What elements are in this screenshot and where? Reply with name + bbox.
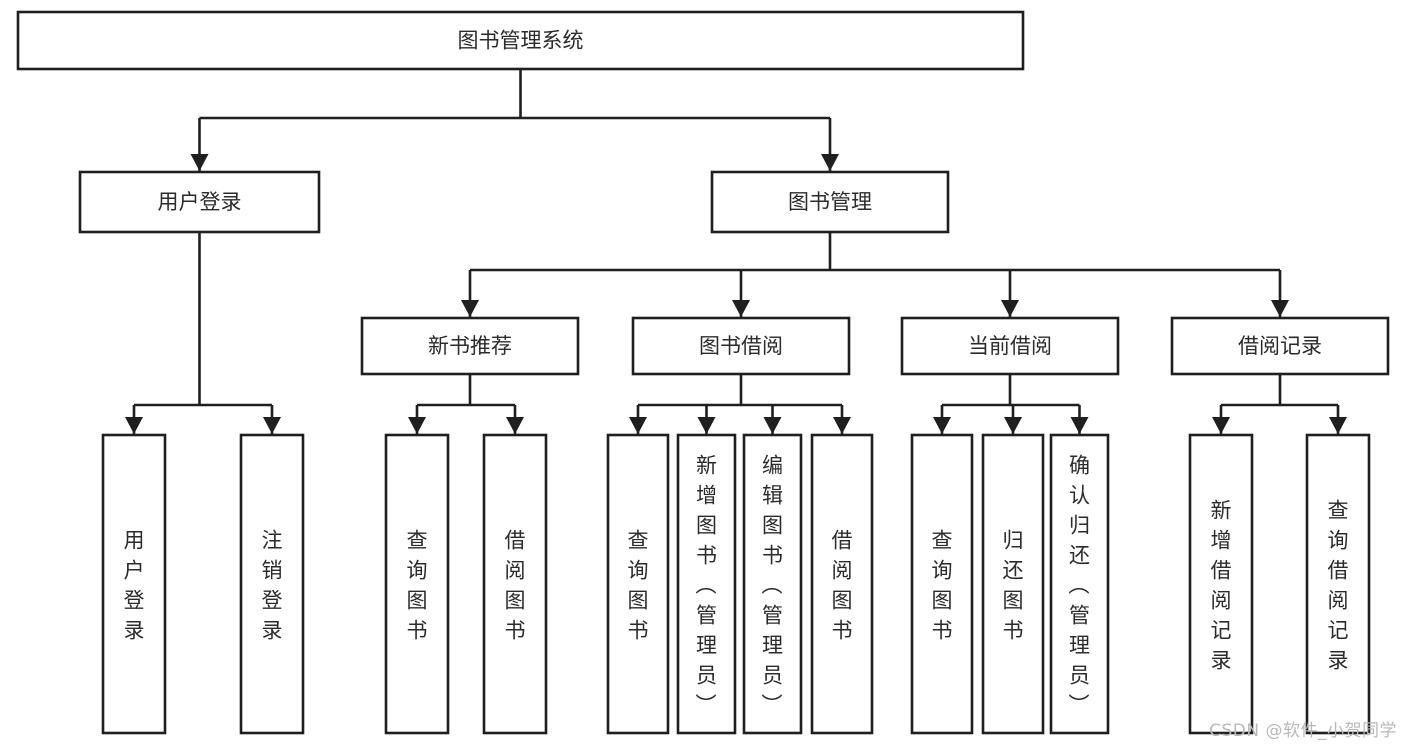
node-label: 新增借阅记录 <box>1211 498 1232 672</box>
node-box <box>1170 316 1390 376</box>
node-label: 借阅记录 <box>1238 334 1322 358</box>
arrow-icon-leaf-user-login <box>125 417 143 434</box>
node-leaf-logout[interactable]: 注销登录 <box>239 433 305 735</box>
node-label: 归还图书 <box>1003 528 1024 642</box>
node-box <box>631 316 851 376</box>
arrow-icon-leaf-query-book-borrow <box>629 417 647 434</box>
node-box <box>742 433 803 735</box>
node-box <box>16 10 1025 71</box>
node-label: 查询图书 <box>932 528 953 642</box>
arrow-icon-leaf-query-record <box>1329 417 1347 434</box>
node-label: 借阅图书 <box>505 528 526 642</box>
arrow-icon-leaf-edit-book <box>763 417 782 434</box>
node-label: 图书借阅 <box>699 334 783 358</box>
arrow-icon-leaf-logout <box>263 417 281 434</box>
node-book-borrow[interactable]: 图书借阅 <box>631 316 851 376</box>
arrow-icon-leaf-borrow-book <box>833 417 851 434</box>
node-leaf-query-book-recommend[interactable]: 查询图书 <box>384 433 450 735</box>
node-leaf-add-book[interactable]: 新增图书（管理员） <box>676 433 737 735</box>
node-label: 当前借阅 <box>968 334 1052 358</box>
node-box <box>239 433 305 735</box>
node-box <box>78 170 321 234</box>
node-box <box>1188 433 1254 735</box>
node-leaf-user-login[interactable]: 用户登录 <box>101 433 167 735</box>
node-boxes: 图书管理系统用户登录图书管理新书推荐图书借阅当前借阅借阅记录用户登录注销登录查询… <box>16 10 1390 735</box>
node-label: 确认归还（管理员） <box>1069 453 1091 717</box>
node-box <box>900 316 1120 376</box>
node-label: 查询图书 <box>628 528 649 642</box>
arrow-icon-leaf-add-record <box>1212 417 1230 434</box>
node-leaf-add-record[interactable]: 新增借阅记录 <box>1188 433 1254 735</box>
node-label: 图书管理系统 <box>458 29 584 53</box>
node-label: 新书推荐 <box>428 334 512 358</box>
node-label: 编辑图书（管理员） <box>762 453 784 717</box>
node-label: 新增图书（管理员） <box>696 453 718 717</box>
node-box <box>606 433 670 735</box>
arrow-icon-new-book-recommend <box>461 300 479 317</box>
node-leaf-query-book-borrow[interactable]: 查询图书 <box>606 433 670 735</box>
node-label: 查询图书 <box>407 528 428 642</box>
node-borrow-record[interactable]: 借阅记录 <box>1170 316 1390 376</box>
node-box <box>981 433 1045 735</box>
arrow-icon-leaf-add-book <box>697 417 716 434</box>
node-label: 用户登录 <box>158 190 242 214</box>
node-leaf-edit-book[interactable]: 编辑图书（管理员） <box>742 433 803 735</box>
node-box <box>360 316 580 376</box>
watermark-text: CSDN @软件_小贺同学 <box>1209 721 1397 741</box>
node-leaf-confirm-return[interactable]: 确认归还（管理员） <box>1049 433 1110 735</box>
node-new-book-recommend[interactable]: 新书推荐 <box>360 316 580 376</box>
node-book-management[interactable]: 图书管理 <box>710 170 950 234</box>
node-box <box>1305 433 1371 735</box>
node-leaf-query-book-current[interactable]: 查询图书 <box>910 433 974 735</box>
node-label: 用户登录 <box>124 528 145 642</box>
node-leaf-return-book[interactable]: 归还图书 <box>981 433 1045 735</box>
node-label: 注销登录 <box>262 528 283 642</box>
node-leaf-query-record[interactable]: 查询借阅记录 <box>1305 433 1371 735</box>
arrow-icon-leaf-borrow-book-recommend <box>506 417 524 434</box>
node-box <box>910 433 974 735</box>
arrow-icon-leaf-confirm-return <box>1070 417 1089 434</box>
arrow-icon-leaf-query-book-current <box>933 417 951 434</box>
node-box <box>101 433 167 735</box>
arrow-icon-book-borrow <box>732 300 750 317</box>
arrow-icon-leaf-query-book-recommend <box>408 417 426 434</box>
node-leaf-borrow-book[interactable]: 借阅图书 <box>810 433 874 735</box>
node-user-login[interactable]: 用户登录 <box>78 170 321 234</box>
node-box <box>384 433 450 735</box>
node-label: 查询借阅记录 <box>1328 498 1349 672</box>
arrow-icon-leaf-return-book <box>1004 417 1022 434</box>
node-root[interactable]: 图书管理系统 <box>16 10 1025 71</box>
arrow-icon-borrow-record <box>1271 300 1289 317</box>
node-label: 借阅图书 <box>832 528 853 642</box>
node-leaf-borrow-book-recommend[interactable]: 借阅图书 <box>482 433 548 735</box>
node-current-borrow[interactable]: 当前借阅 <box>900 316 1120 376</box>
arrow-icon-user-login <box>190 154 209 171</box>
node-box <box>676 433 737 735</box>
arrow-icon-current-borrow <box>1001 300 1019 317</box>
node-label: 图书管理 <box>788 190 872 214</box>
node-box <box>482 433 548 735</box>
node-box <box>710 170 950 234</box>
node-box <box>810 433 874 735</box>
node-box <box>1049 433 1110 735</box>
arrow-icon-book-management <box>821 154 839 171</box>
connector-lines <box>125 69 1347 434</box>
